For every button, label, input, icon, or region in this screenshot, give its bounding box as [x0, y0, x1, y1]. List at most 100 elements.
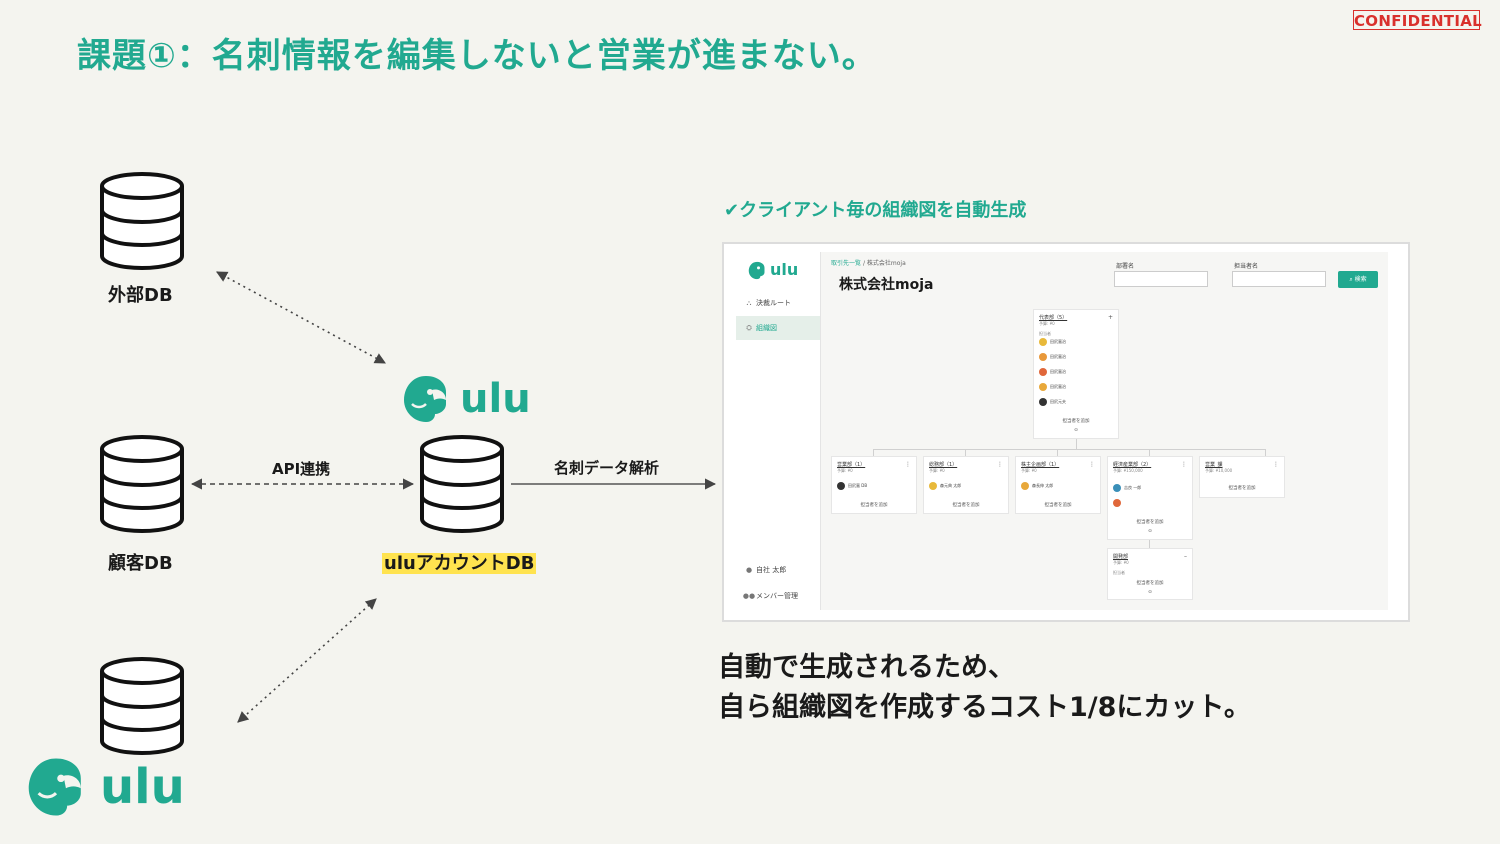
expand-icon[interactable]: ⊙ [1148, 590, 1152, 595]
more-icon[interactable]: ⋮ [1089, 461, 1095, 468]
ulu-logo-bottom: ulu [26, 756, 186, 818]
org-card-title: 開発部 [1113, 554, 1129, 560]
person-row[interactable]: 吉良 一郎 [1113, 484, 1141, 494]
add-person-button[interactable]: 担当者を追加 [1136, 581, 1164, 586]
api-edge-label: API連携 [272, 460, 331, 478]
search-button[interactable]: ⌕ 検索 [1338, 271, 1378, 288]
org-card-sub: 予算: ¥0 [1039, 321, 1055, 326]
collapse-icon[interactable]: – [1184, 553, 1187, 560]
org-card-sub: 予算: ¥0 [837, 468, 853, 473]
ulu-logo-center-text: ulu [460, 376, 531, 422]
breadcrumb: 取引先一覧 / 株式会社moja [831, 258, 906, 267]
person-name: 田尻憲治 [1050, 354, 1066, 359]
ulu-account-db-icon [420, 435, 504, 533]
expand-icon[interactable]: ⊙ [1148, 529, 1152, 534]
more-icon[interactable]: ⋮ [905, 461, 911, 468]
ulu-logo-connector [237, 598, 377, 723]
org-connector [1057, 449, 1058, 456]
more-icon[interactable]: ⋮ [1181, 461, 1187, 468]
org-card-top[interactable]: 代表部（5） 予算: ¥0 + 担当者 田尻憲治 田尻憲治 田尻憲治 田尻憲治 … [1033, 309, 1119, 439]
org-card-header: 担当者 [1039, 331, 1051, 336]
org-card[interactable]: 営業部（1） 予算: ¥0 ⋮ 田尻憲 DB 担当者を追加 [831, 456, 917, 514]
more-icon[interactable]: ⋮ [1273, 461, 1279, 468]
add-person-button[interactable]: 担当者を追加 [1228, 486, 1256, 491]
external-db-label: 外部DB [108, 285, 173, 306]
org-connector [873, 449, 1265, 450]
person-row[interactable]: 田尻憲治 [1039, 353, 1066, 363]
person-row[interactable] [1113, 499, 1124, 509]
org-card[interactable]: 営業_課 予算: ¥10,000 ⋮ 担当者を追加 [1199, 456, 1285, 498]
person-name: 吉良 一郎 [1124, 485, 1142, 490]
add-icon[interactable]: + [1107, 314, 1113, 321]
org-card-child[interactable]: 開発部 予算: ¥0 – 担当者 担当者を追加 ⊙ [1107, 548, 1193, 600]
ulu-account-db-label: uluアカウントDB [382, 553, 537, 574]
org-card[interactable]: 株主企画部（1） 予算: ¥0 ⋮ 森長伸 太郎 担当者を追加 [1015, 456, 1101, 514]
sidebar-item-members[interactable]: ●●メンバー管理 [736, 584, 820, 608]
search-icon: ⌕ [1349, 276, 1353, 283]
person-name: 田尻憲 DB [848, 483, 868, 488]
parrot-icon [28, 758, 81, 816]
route-icon: ⛬ [746, 299, 752, 307]
add-person-button[interactable]: 担当者を追加 [860, 503, 888, 508]
ulu-logo-bottom-text: ulu [100, 759, 185, 815]
breadcrumb-root[interactable]: 取引先一覧 [831, 260, 862, 267]
org-card-sub: 予算: ¥0 [929, 468, 945, 473]
feature-title: ✔クライアント毎の組織図を自動生成 [724, 200, 1027, 221]
breadcrumb-current: 株式会社moja [866, 260, 906, 267]
caption: 自動で生成されるため、 自ら組織図を作成するコスト1/8にカット。 [718, 648, 1251, 728]
person-row[interactable]: 田尻憲 DB [837, 482, 867, 492]
breadcrumb-separator: / [862, 260, 865, 267]
company-name: 株式会社moja [839, 277, 934, 293]
person-name: 森長伸 太郎 [1032, 483, 1054, 488]
person-row[interactable]: 田尻憲治 [1039, 338, 1066, 348]
sidebar-item-approval-route[interactable]: ⛬ 決裁ルート [736, 291, 820, 315]
page-title: 課題①：名刺情報を編集しないと営業が進まない。 [77, 36, 877, 76]
person-row[interactable]: 森元典 太郎 [929, 482, 961, 492]
org-card-title: 株主企画部（1） [1021, 462, 1060, 468]
parrot-icon [404, 376, 446, 422]
org-connector [1149, 449, 1150, 456]
external-db-connector [216, 271, 386, 364]
add-person-button[interactable]: 担当者を追加 [952, 503, 980, 508]
org-connector [1149, 540, 1150, 548]
org-connector [1076, 439, 1077, 449]
confidential-badge: CONFIDENTIAL [1353, 10, 1482, 30]
org-chart-screenshot: ulu ⛬決裁ルート ⛭組織図 ●自社 太郎 ●●メンバー管理 取引先一覧 / … [722, 242, 1410, 622]
external-db-icon [100, 172, 184, 270]
add-person-button[interactable]: 担当者を追加 [1062, 419, 1090, 424]
sidebar-user-label: 自社 太郎 [756, 566, 787, 574]
expand-icon[interactable]: ⊙ [1074, 428, 1078, 433]
person-name: 田尻憲治 [1050, 384, 1066, 389]
person-row[interactable]: 田尻元夫 [1039, 398, 1066, 408]
person-row[interactable]: 田尻憲治 [1039, 383, 1066, 393]
org-card-title: 営業_課 [1205, 462, 1223, 468]
person-name: 田尻憲治 [1050, 339, 1066, 344]
sidebar-item-label: 決裁ルート [756, 299, 791, 307]
parse-edge-label: 名刺データ解析 [554, 459, 660, 477]
customer-db-label: 顧客DB [108, 553, 173, 574]
org-chart-icon: ⛭ [746, 324, 752, 332]
owner-input[interactable] [1232, 271, 1326, 287]
dept-label: 部署名 [1116, 263, 1135, 270]
more-icon[interactable]: ⋮ [997, 461, 1003, 468]
org-card[interactable]: 経済産業部（2） 予算: ¥150,000 ⋮ 吉良 一郎 担当者を追加 ⊙ [1107, 456, 1193, 540]
sidebar-user[interactable]: ●自社 太郎 [736, 558, 820, 582]
sidebar-item-label: メンバー管理 [756, 592, 798, 600]
org-connector [873, 449, 874, 456]
dept-input[interactable] [1114, 271, 1208, 287]
caption-line-1: 自動で生成されるため、 [718, 652, 1015, 683]
owner-label: 担当者名 [1234, 263, 1259, 270]
add-person-button[interactable]: 担当者を追加 [1136, 520, 1164, 525]
org-card[interactable]: 総務部（1） 予算: ¥0 ⋮ 森元典 太郎 担当者を追加 [923, 456, 1009, 514]
add-person-button[interactable]: 担当者を追加 [1044, 503, 1072, 508]
person-row[interactable]: 田尻憲治 [1039, 368, 1066, 378]
org-card-title: 経済産業部（2） [1113, 462, 1152, 468]
org-card-sub: 予算: ¥150,000 [1113, 468, 1143, 473]
org-card-title: 営業部（1） [837, 462, 866, 468]
org-connector [965, 449, 966, 456]
org-card-title: 総務部（1） [929, 462, 958, 468]
ulu-logo-center: ulu [402, 374, 532, 426]
sidebar-item-org-chart[interactable]: ⛭組織図 [736, 316, 820, 340]
person-row[interactable]: 森長伸 太郎 [1021, 482, 1053, 492]
